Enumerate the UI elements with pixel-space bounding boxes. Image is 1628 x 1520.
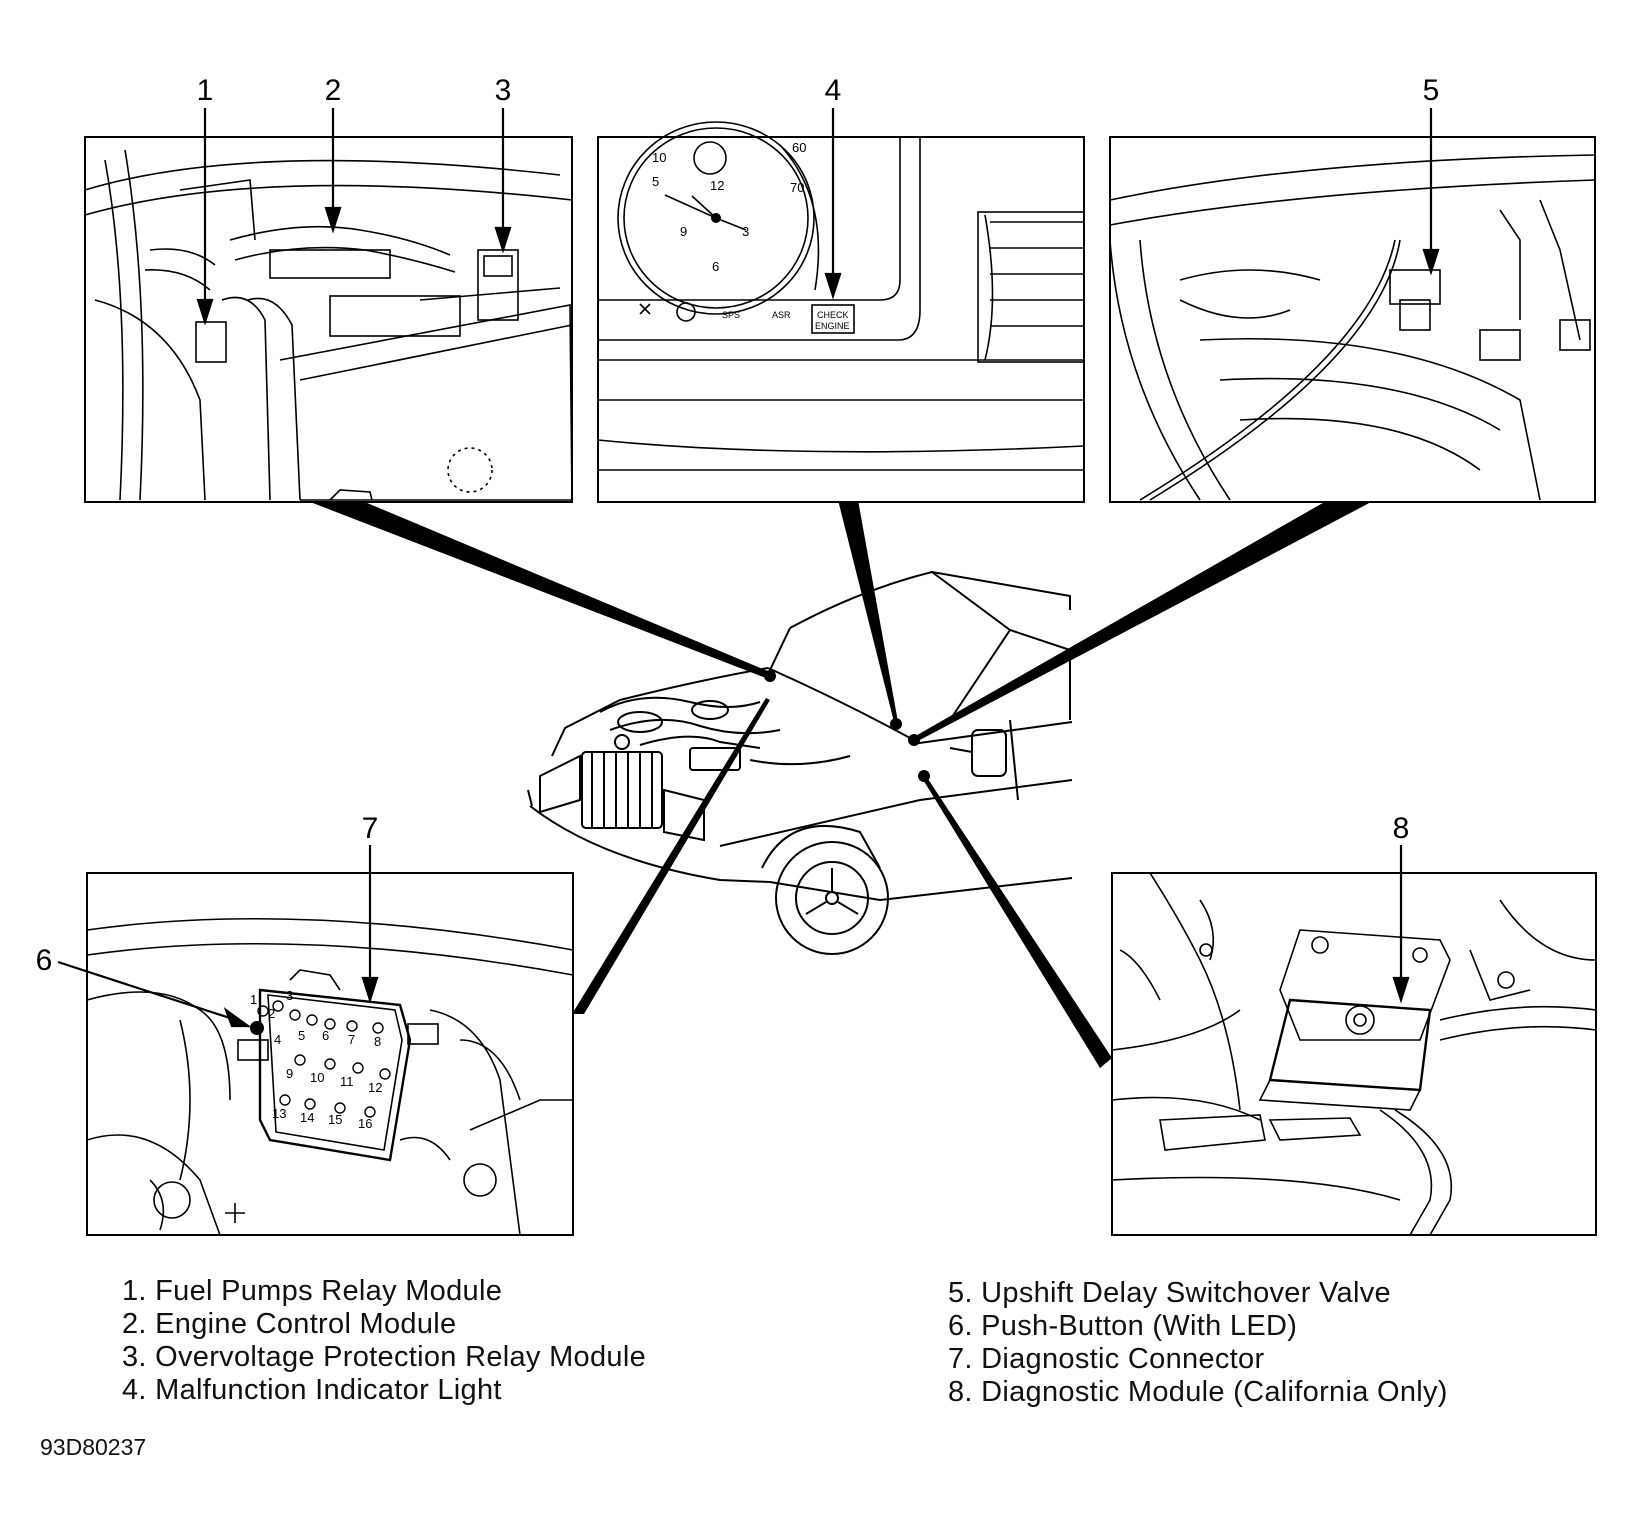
leader-panel-4	[572, 698, 770, 1014]
pin-label-4: 4	[274, 1032, 281, 1047]
legend-item-6: 6. Push-Button (With LED)	[948, 1310, 1298, 1342]
connector-pin-labels: 1 2 3 4 5 6 7 8 9 10 11 12 13 14 15 16	[250, 988, 382, 1131]
leader-panel-3	[912, 500, 1375, 742]
callout-6: 6	[36, 944, 53, 977]
tach-5-label: 5	[652, 174, 659, 189]
legend-left: 1. Fuel Pumps Relay Module 2. Engine Con…	[122, 1275, 646, 1407]
leader-panel-1	[305, 500, 770, 678]
pin-label-13: 13	[272, 1106, 286, 1121]
pin-label-2: 2	[268, 1006, 275, 1021]
legend-item-4: 4. Malfunction Indicator Light	[122, 1374, 502, 1406]
pin-label-3: 3	[286, 988, 293, 1003]
pin-label-12: 12	[368, 1080, 382, 1095]
callout-numbers: 1 2 3 4 5 6 7 8	[36, 74, 1440, 977]
pin-label-15: 15	[328, 1112, 342, 1127]
check-label: CHECK	[817, 310, 849, 320]
panel-engine-bay	[84, 108, 573, 503]
speed-60-label: 60	[792, 140, 806, 155]
callout-8: 8	[1393, 812, 1410, 845]
engine-label: ENGINE	[815, 321, 850, 331]
callout-5: 5	[1423, 74, 1440, 107]
figure-id: 93D80237	[40, 1434, 147, 1460]
callout-3: 3	[495, 74, 512, 107]
legend-item-7: 7. Diagnostic Connector	[948, 1343, 1265, 1375]
leader-panel-5	[922, 776, 1112, 1068]
clock-3-label: 3	[742, 224, 749, 239]
pin-label-11: 11	[340, 1074, 354, 1089]
callout-7: 7	[362, 812, 379, 845]
panel-diagnostic-module	[1111, 845, 1597, 1236]
car-illustration	[527, 570, 1073, 955]
pin-label-6: 6	[322, 1028, 329, 1043]
legend-item-5: 5. Upshift Delay Switchover Valve	[948, 1277, 1391, 1309]
callout-4: 4	[825, 74, 842, 107]
clock-12-label: 12	[710, 178, 724, 193]
callout-1: 1	[197, 74, 214, 107]
legend-item-3: 3. Overvoltage Protection Relay Module	[122, 1341, 646, 1373]
pin-label-16: 16	[358, 1116, 372, 1131]
pin-label-10: 10	[310, 1070, 324, 1085]
panel-leaders	[305, 500, 1375, 1068]
pin-label-5: 5	[298, 1028, 305, 1043]
pin-label-8: 8	[374, 1034, 381, 1049]
tach-10-label: 10	[652, 150, 666, 165]
pin-label-9: 9	[286, 1066, 293, 1081]
sps-label: SPS	[722, 310, 740, 320]
clock-9-label: 9	[680, 224, 687, 239]
asr-label: ASR	[772, 310, 791, 320]
panel-upshift-valve	[1109, 108, 1596, 503]
legend-item-1: 1. Fuel Pumps Relay Module	[122, 1275, 503, 1307]
legend-right: 5. Upshift Delay Switchover Valve 6. Pus…	[948, 1277, 1448, 1409]
pin-label-7: 7	[348, 1032, 355, 1047]
leader-panel-2	[838, 500, 898, 722]
panel-instrument-cluster: 12 3 6 9 5 10 60 70 SPS ASR CHECK ENGINE	[597, 108, 1085, 503]
legend-item-8: 8. Diagnostic Module (California Only)	[948, 1376, 1448, 1408]
panel-diagnostic-connector: 1 2 3 4 5 6 7 8 9 10 11 12 13 14 15 16	[57, 845, 574, 1236]
callout-2: 2	[325, 74, 342, 107]
legend-item-2: 2. Engine Control Module	[122, 1308, 457, 1340]
pin-label-14: 14	[300, 1110, 314, 1125]
clock-6-label: 6	[712, 259, 719, 274]
speed-70-label: 70	[790, 180, 804, 195]
pin-label-1: 1	[250, 992, 257, 1007]
